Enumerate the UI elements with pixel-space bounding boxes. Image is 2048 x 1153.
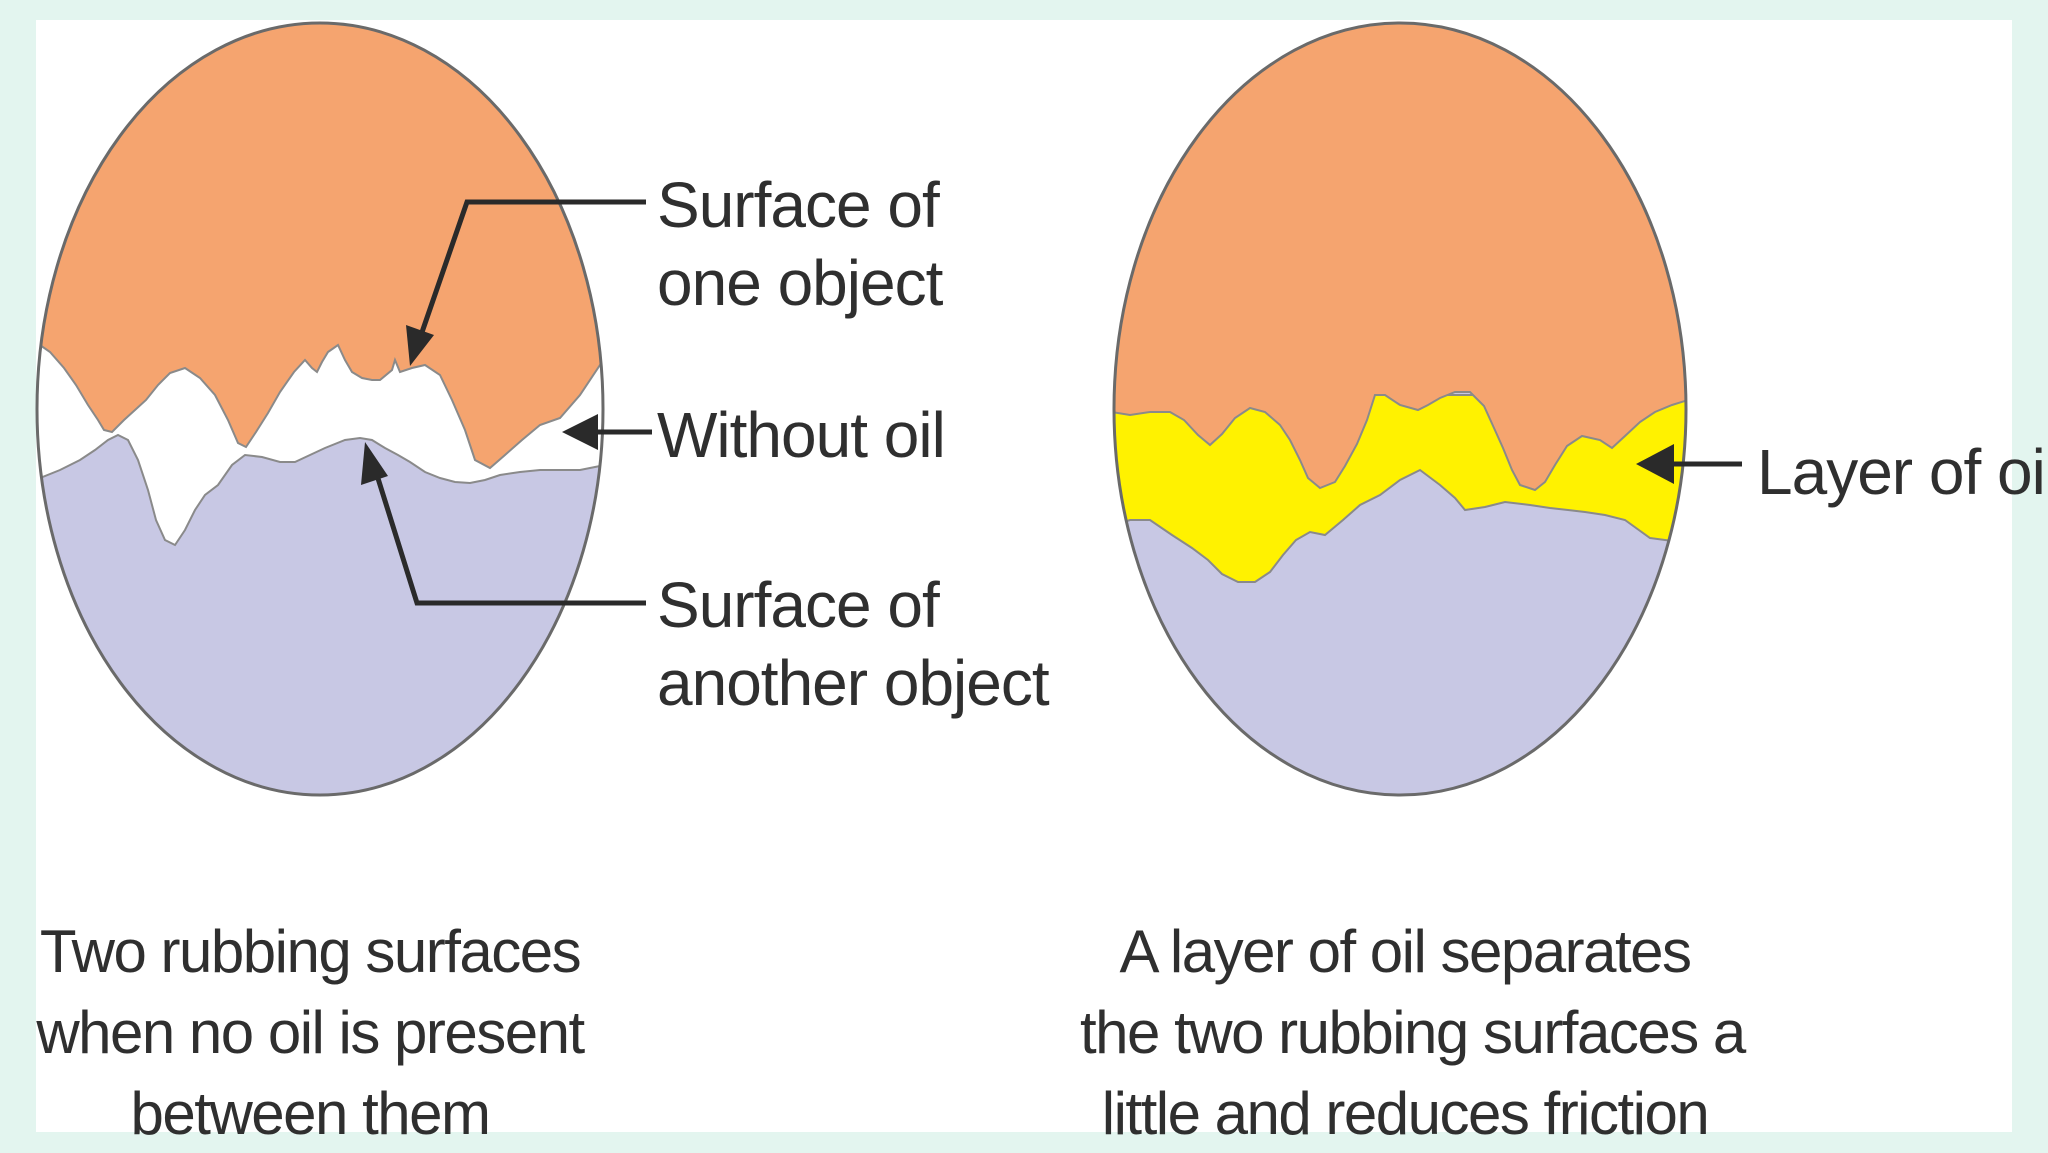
right-caption-line2: the two rubbing surfaces a <box>1080 999 1746 1066</box>
label-surface-one-line1: Surface of <box>657 169 940 241</box>
arrow-surface-one <box>417 199 646 339</box>
left-lower-object <box>37 433 603 795</box>
right-upper-object <box>1114 23 1686 492</box>
arrow-surface-another-head <box>361 442 388 485</box>
label-without-oil: Without oil <box>657 396 946 474</box>
left-caption: Two rubbing surfaces when no oil is pres… <box>30 911 590 1153</box>
arrow-surface-another <box>373 471 646 606</box>
left-upper-object <box>37 23 603 470</box>
label-surface-another-line1: Surface of <box>657 569 940 641</box>
label-surface-of-another-object: Surface of another object <box>657 566 1050 722</box>
label-surface-one-line2: one object <box>657 247 943 319</box>
arrow-surface-one-head <box>406 325 434 366</box>
label-layer-of-oil: Layer of oil <box>1757 433 2048 511</box>
arrow-without-oil-head <box>562 414 598 450</box>
left-caption-line2: when no oil is present <box>36 999 585 1066</box>
label-layer-of-oil-text: Layer of oil <box>1757 436 2048 508</box>
left-ellipse <box>35 21 605 797</box>
label-without-oil-text: Without oil <box>657 399 946 471</box>
left-caption-line3: between them <box>130 1080 491 1147</box>
left-caption-line1: Two rubbing surfaces <box>39 918 582 985</box>
right-caption-line3: little and reduces friction <box>1101 1080 1710 1147</box>
label-surface-another-line2: another object <box>657 647 1050 719</box>
right-ellipse <box>1112 21 1688 797</box>
right-caption: A layer of oil separates the two rubbing… <box>1080 911 1746 1153</box>
arrow-layer-of-oil-head <box>1636 444 1674 484</box>
label-surface-of-one-object: Surface of one object <box>657 166 943 322</box>
right-caption-line1: A layer of oil separates <box>1119 918 1692 985</box>
